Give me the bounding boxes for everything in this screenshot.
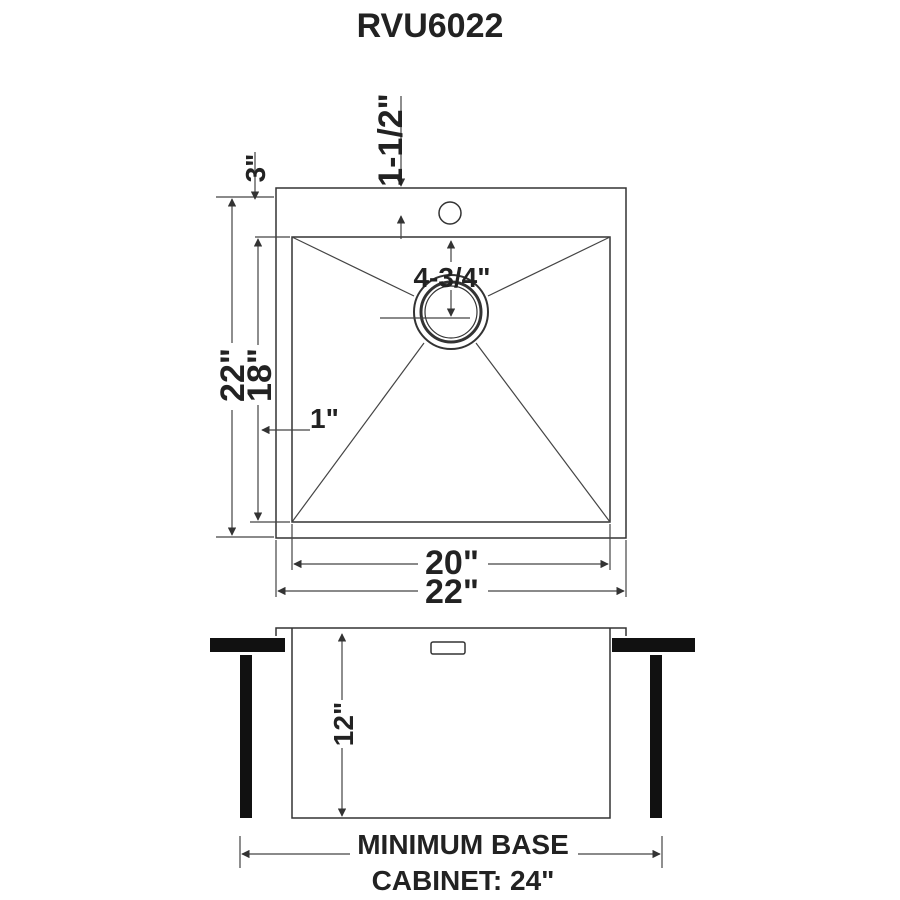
slope-line-top-left [291,236,415,297]
inner-bowl-outline [291,236,611,523]
countertop-left [210,638,285,652]
top-view: 1-1/2" 3" 22" 18" 1" 4-3/4" 20" [214,93,627,611]
faucet-setback-label: 1-1/2" [372,93,410,187]
outer-width-label: 22" [425,573,479,611]
bowl-depth-label: 18" [241,348,279,402]
outer-sink-outline [275,187,627,539]
slope-line-top-right [487,236,611,297]
slope-line-bottom-right [475,342,611,523]
side-margin-label: 1" [310,403,339,434]
cabinet-label-line1: MINIMUM BASE [357,829,569,860]
slope-line-bottom-left [291,342,425,523]
drain-offset-label: 4-3/4" [413,262,490,293]
outer-depth-label: 22" [214,348,252,402]
top-margin-label: 3" [240,154,271,183]
bowl-height-label: 12" [328,702,359,746]
bowl-width-label: 20" [425,544,479,582]
side-view: 12" MINIMUM BASE CABINET: 24" [210,627,695,896]
drain-ring-icon [419,280,483,344]
faucet-hole-icon [438,201,462,225]
countertop-right [612,638,695,652]
overflow-slot-icon [430,641,466,655]
cabinet-wall-left [240,655,252,818]
cabinet-wall-right [650,655,662,818]
model-title: RVU6022 [357,7,504,45]
cabinet-label-line2: CABINET: 24" [372,865,555,896]
sink-body-side [291,628,611,819]
sink-flange [275,627,627,636]
drain-inner-icon [424,285,478,339]
